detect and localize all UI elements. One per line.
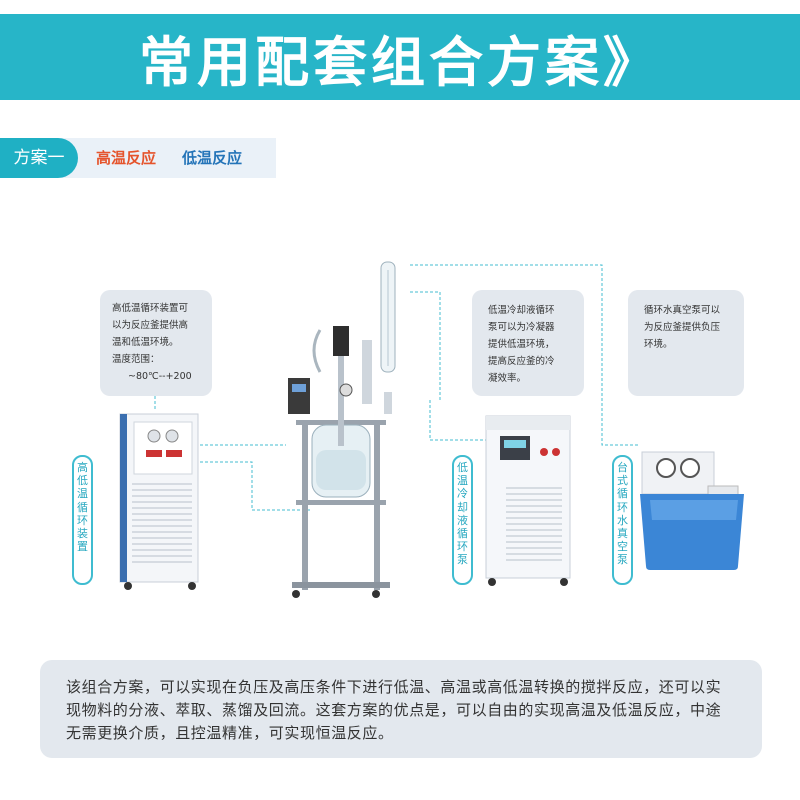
note-line: 提高反应釜的冷 bbox=[488, 356, 555, 367]
description-text: 该组合方案，可以实现在负压及高压条件下进行低温、高温或高低温转换的搅拌反应，还可… bbox=[66, 678, 722, 742]
header-banner: 常用配套组合方案》 bbox=[0, 14, 800, 100]
note-line: 以为反应釜提供高 bbox=[112, 320, 189, 331]
note-heater: 高低温循环装置可 以为反应釜提供高 温和低温环境。 温度范围： ~80℃--+2… bbox=[100, 290, 212, 396]
note-line: 泵可以为冷凝器 bbox=[488, 322, 555, 333]
chiller-unit bbox=[485, 415, 571, 586]
high-temp-label: 高温反应 bbox=[96, 149, 157, 167]
scheme-bar: 方案一 高温反应 低温反应 bbox=[0, 138, 276, 178]
note-line: ~80℃--+200 bbox=[128, 371, 192, 382]
note-line: 低温冷却液循环 bbox=[488, 305, 555, 316]
note-line: 环境。 bbox=[644, 339, 673, 350]
label-chiller: 低温冷却液循环泵 bbox=[452, 455, 473, 585]
scheme-badge: 方案一 bbox=[0, 138, 78, 178]
label-pump: 台式循环水真空泵 bbox=[612, 455, 633, 585]
note-line: 温和低温环境。 bbox=[112, 337, 179, 348]
connector-lines bbox=[154, 264, 640, 511]
heating-cooling-unit bbox=[119, 413, 199, 590]
note-line: 凝效率。 bbox=[488, 373, 527, 384]
note-pump: 循环水真空泵可以 为反应釜提供负压 环境。 bbox=[628, 290, 744, 396]
note-line: 高低温循环装置可 bbox=[112, 303, 189, 314]
note-chiller: 低温冷却液循环 泵可以为冷凝器 提供低温环境， 提高反应釜的冷 凝效率。 bbox=[472, 290, 584, 396]
glass-reactor bbox=[288, 261, 396, 598]
low-temp-label: 低温反应 bbox=[182, 149, 243, 167]
note-line: 为反应釜提供负压 bbox=[644, 322, 721, 333]
note-line: 提供低温环境， bbox=[488, 339, 555, 350]
label-heater: 高低温循环装置 bbox=[72, 455, 93, 585]
page-title: 常用配套组合方案》 bbox=[139, 30, 661, 94]
note-line: 循环水真空泵可以 bbox=[644, 305, 721, 316]
note-line: 温度范围： bbox=[112, 354, 160, 365]
description-box: 该组合方案，可以实现在负压及高压条件下进行低温、高温或高低温转换的搅拌反应，还可… bbox=[40, 660, 762, 758]
vacuum-pump bbox=[640, 451, 744, 570]
